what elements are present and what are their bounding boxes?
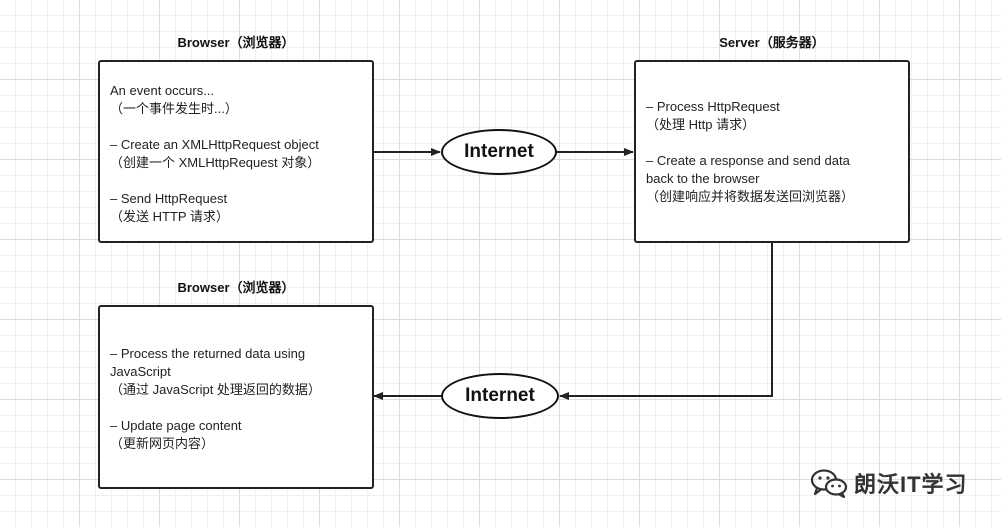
bottom-browser-spacer (110, 399, 362, 417)
bottom-browser-box: – Process the returned data using JavaSc… (98, 305, 374, 489)
server-line-4: – Create a response and send data (646, 153, 850, 168)
bottom-browser-line-1: – Process the returned data using (110, 346, 306, 361)
top-browser-spacer (110, 118, 362, 136)
watermark: 朗沃IT学习 (810, 467, 968, 499)
server-line-5: back to the browser (646, 171, 760, 186)
top-browser-line-7: – Send HttpRequest (110, 191, 228, 206)
bottom-browser-line-5: – Update page content (110, 418, 242, 433)
server-box: – Process HttpRequest （处理 Http 请求） – Cre… (634, 60, 910, 243)
top-browser-line-4: – Create an XMLHttpRequest object (110, 137, 319, 152)
bottom-browser-line-3: （通过 JavaScript 处理返回的数据） (110, 382, 321, 397)
internet-node-bottom: Internet (441, 373, 559, 419)
arrow-server-to-internet (559, 243, 773, 400)
top-browser-box: An event occurs... （一个事件发生时...） – Create… (98, 60, 374, 243)
top-browser-line-1: An event occurs... (110, 83, 215, 98)
top-browser-line-2: （一个事件发生时...） (110, 101, 238, 116)
watermark-text: 朗沃IT学习 (854, 472, 968, 497)
top-browser-line-8: （发送 HTTP 请求） (110, 209, 229, 224)
bottom-browser-line-6: （更新网页内容） (110, 436, 215, 451)
bottom-browser-title: Browser（浏览器） (177, 280, 295, 295)
wechat-icon (810, 469, 848, 498)
server-title: Server（服务器） (719, 35, 825, 50)
server-spacer (646, 134, 898, 152)
server-line-2: （处理 Http 请求） (646, 117, 756, 132)
internet-node-top: Internet (441, 129, 557, 175)
bottom-browser-line-2: JavaScript (110, 364, 171, 379)
server-line-1: – Process HttpRequest (646, 99, 780, 114)
top-browser-spacer (110, 172, 362, 190)
top-browser-title: Browser（浏览器） (177, 35, 295, 50)
top-browser-line-5: （创建一个 XMLHttpRequest 对象） (110, 155, 321, 170)
server-line-6: （创建响应并将数据发送回浏览器） (646, 189, 855, 204)
